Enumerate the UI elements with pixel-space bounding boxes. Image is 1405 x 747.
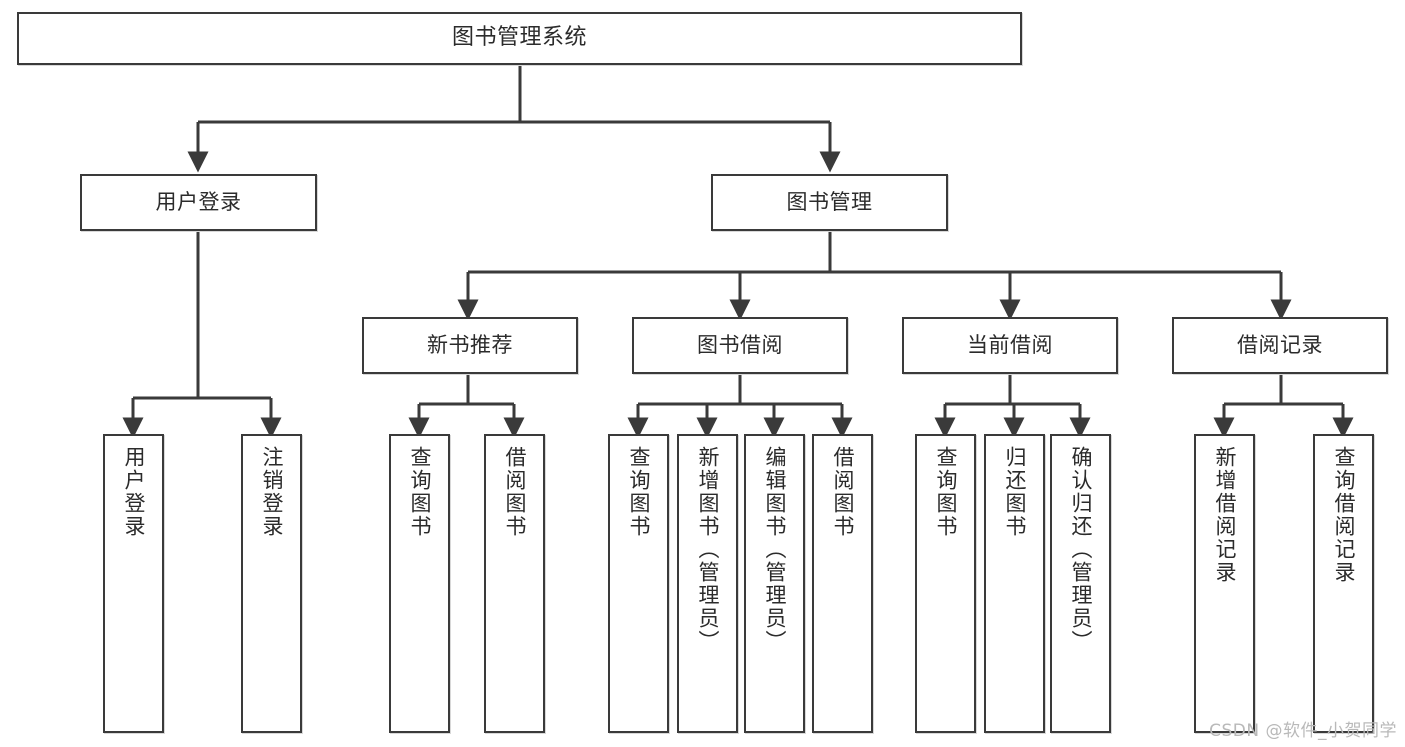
node-label: 确认归还（管理员） bbox=[1069, 446, 1093, 653]
node-label: 编辑图书（管理员） bbox=[763, 446, 787, 653]
node-user-login[interactable]: 用户登录 bbox=[80, 174, 317, 231]
node-label: 借阅图书 bbox=[831, 446, 855, 538]
node-book-borrow[interactable]: 图书借阅 bbox=[632, 317, 848, 374]
node-label: 用户登录 bbox=[122, 446, 146, 538]
node-book-management[interactable]: 图书管理 bbox=[711, 174, 948, 231]
node-label: 借阅图书 bbox=[503, 446, 527, 538]
leaf-user-login[interactable]: 用户登录 bbox=[103, 434, 164, 733]
node-borrow-record[interactable]: 借阅记录 bbox=[1172, 317, 1388, 374]
node-label: 借阅记录 bbox=[1237, 332, 1323, 357]
node-label: 查询图书 bbox=[627, 446, 651, 538]
node-label: 新书推荐 bbox=[427, 332, 513, 357]
csdn-watermark: CSDN @软件_小贺同学 bbox=[1209, 721, 1397, 741]
leaf-record-query-record[interactable]: 查询借阅记录 bbox=[1313, 434, 1374, 733]
node-label: 图书管理 bbox=[786, 189, 873, 214]
node-label: 查询图书 bbox=[934, 446, 958, 538]
leaf-recommend-borrow-book[interactable]: 借阅图书 bbox=[484, 434, 545, 733]
node-label: 新增借阅记录 bbox=[1213, 446, 1237, 584]
leaf-current-query-book[interactable]: 查询图书 bbox=[915, 434, 976, 733]
leaf-borrow-add-book[interactable]: 新增图书（管理员） bbox=[677, 434, 738, 733]
leaf-borrow-edit-book[interactable]: 编辑图书（管理员） bbox=[744, 434, 805, 733]
node-label: 查询图书 bbox=[408, 446, 432, 538]
node-label: 归还图书 bbox=[1003, 446, 1027, 538]
node-label: 图书管理系统 bbox=[451, 25, 587, 51]
leaf-record-add-record[interactable]: 新增借阅记录 bbox=[1194, 434, 1255, 733]
node-label: 用户登录 bbox=[155, 189, 242, 214]
node-label: 图书借阅 bbox=[697, 332, 783, 357]
leaf-current-return-book[interactable]: 归还图书 bbox=[984, 434, 1045, 733]
node-current-borrow[interactable]: 当前借阅 bbox=[902, 317, 1118, 374]
node-label: 查询借阅记录 bbox=[1332, 446, 1356, 584]
node-root-system[interactable]: 图书管理系统 bbox=[17, 12, 1022, 65]
node-label: 当前借阅 bbox=[967, 332, 1053, 357]
leaf-borrow-query-book[interactable]: 查询图书 bbox=[608, 434, 669, 733]
node-label: 注销登录 bbox=[260, 446, 284, 538]
leaf-recommend-query-book[interactable]: 查询图书 bbox=[389, 434, 450, 733]
leaf-current-confirm-return[interactable]: 确认归还（管理员） bbox=[1050, 434, 1111, 733]
leaf-borrow-borrow-book[interactable]: 借阅图书 bbox=[812, 434, 873, 733]
leaf-user-logout[interactable]: 注销登录 bbox=[241, 434, 302, 733]
node-label: 新增图书（管理员） bbox=[696, 446, 720, 653]
node-new-book-recommend[interactable]: 新书推荐 bbox=[362, 317, 578, 374]
